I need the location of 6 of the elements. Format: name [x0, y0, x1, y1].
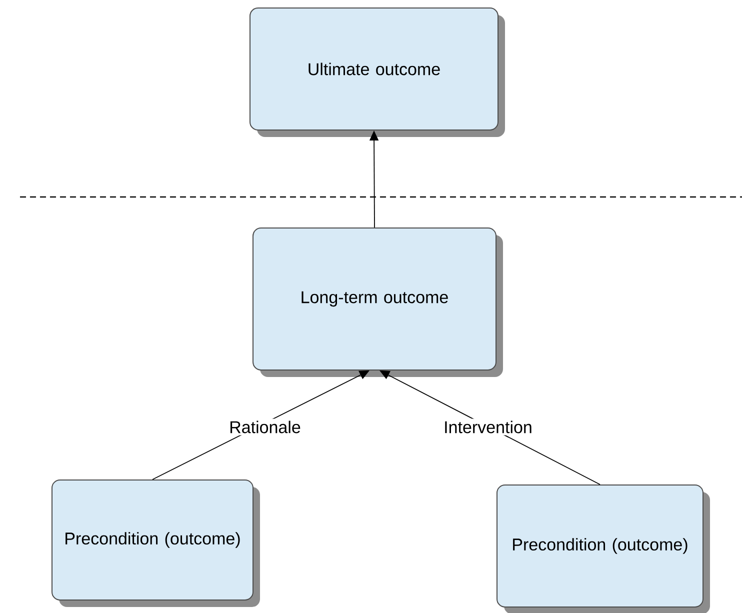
outcome-box: Precondition (outcome): [496, 484, 710, 613]
outcome-box: Precondition (outcome): [52, 480, 260, 607]
edge-label: Intervention: [442, 418, 534, 436]
edge-label: Rationale: [227, 418, 303, 436]
outcome-box: Ultimate outcome: [250, 8, 505, 137]
outcome-box: Long-term outcome: [252, 228, 503, 377]
